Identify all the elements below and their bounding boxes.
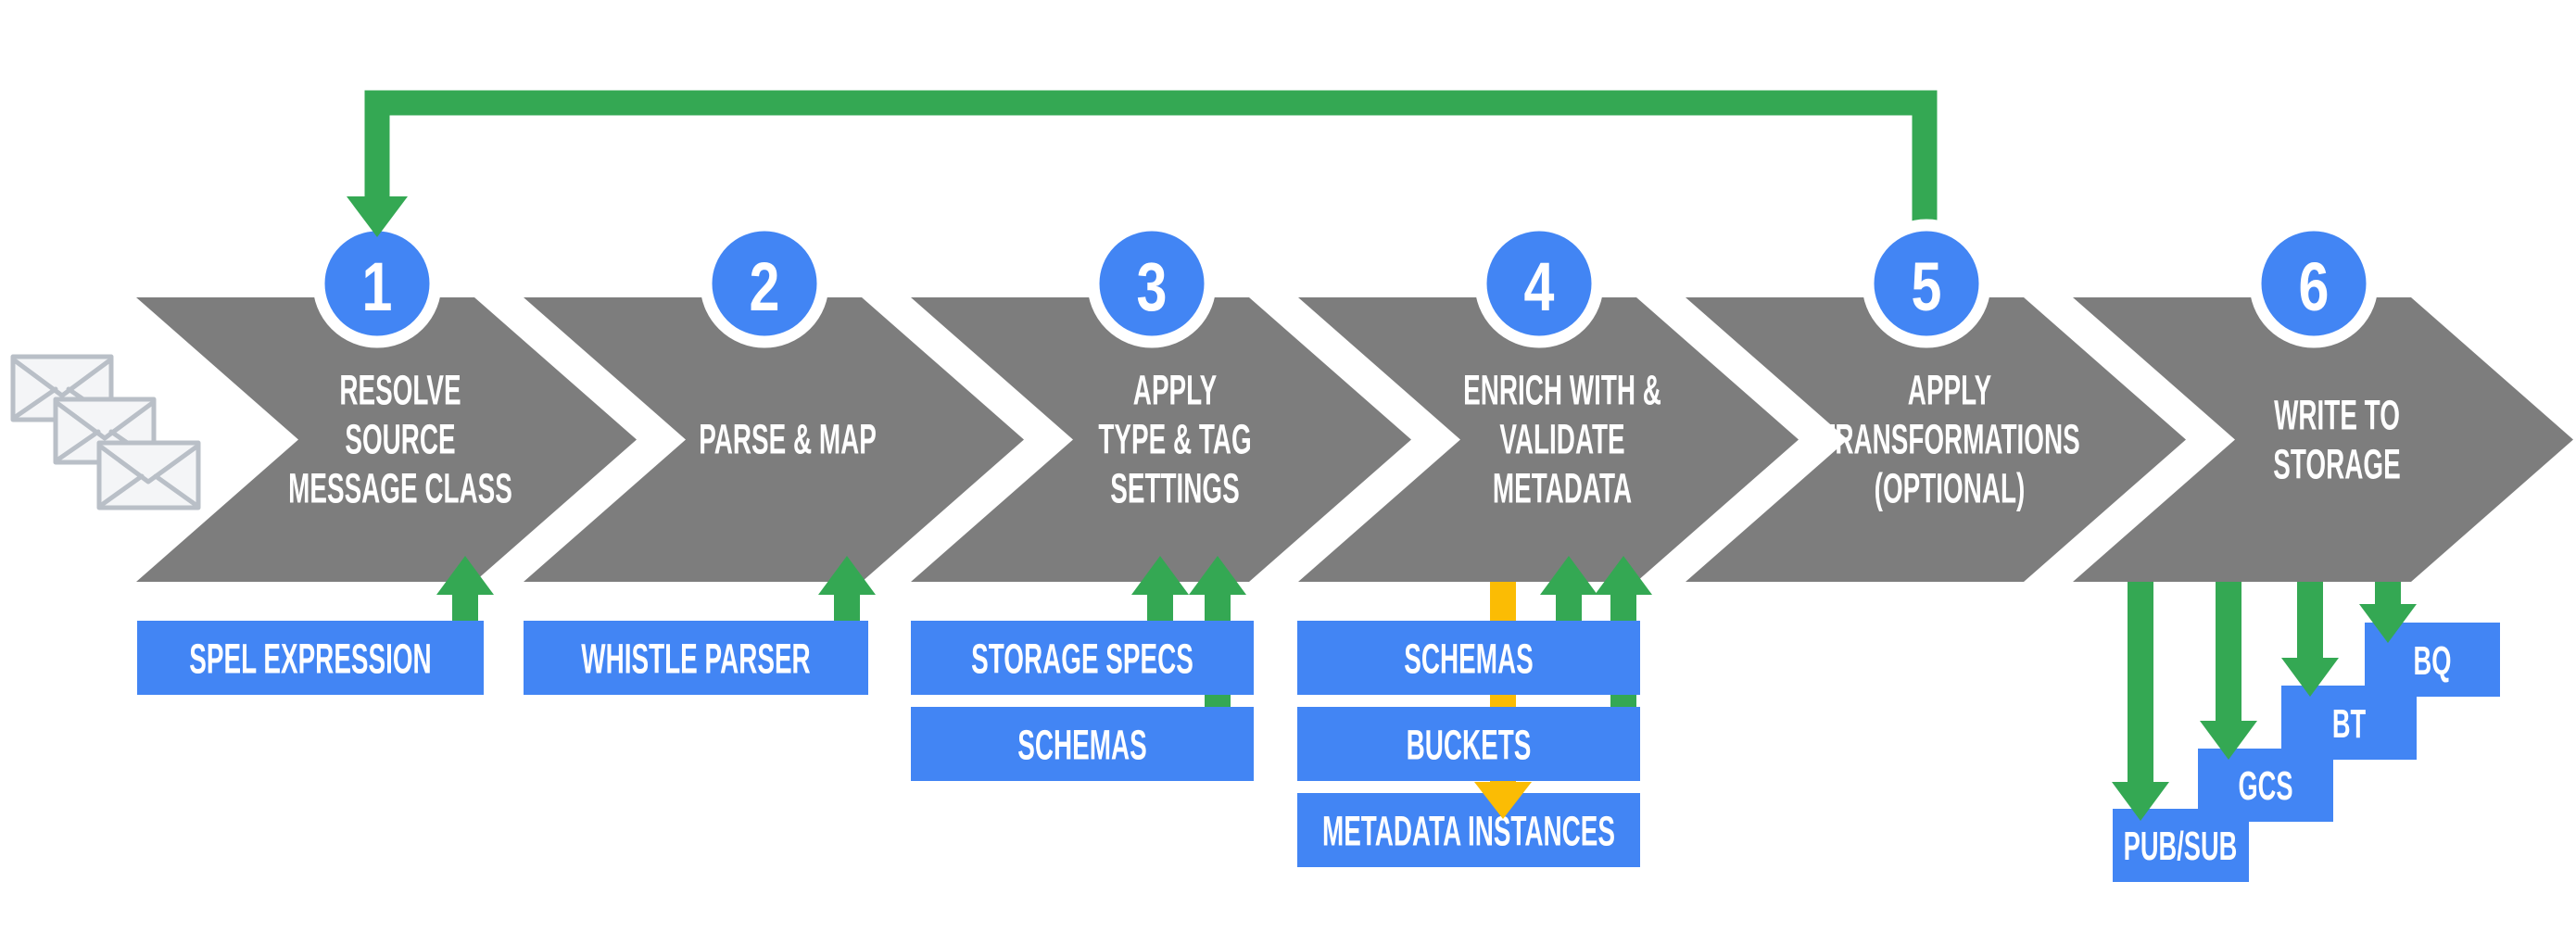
chevron-step-4: [1298, 297, 1799, 582]
step-label-line: VALIDATE: [1499, 416, 1624, 462]
step-label-line: MESSAGE CLASS: [288, 465, 512, 511]
step-number-2: 2: [750, 249, 780, 326]
process-chevrons: [136, 297, 2573, 582]
storage-label: GCS: [2238, 762, 2292, 808]
down-arrow-pubsub-shaft: [2128, 582, 2153, 786]
step-number-6: 6: [2299, 249, 2330, 326]
resource-box-spel-expression: [137, 621, 484, 695]
up-arrow-heads: [436, 556, 1652, 595]
step-label-line: SOURCE: [345, 416, 455, 462]
storage-label: BT: [2332, 700, 2366, 746]
resource-label: WHISTLE PARSER: [581, 636, 810, 682]
step-numbers: 1 2 3 4 5 6: [362, 249, 2330, 326]
storage-target-boxes: [2113, 623, 2500, 882]
step-label-line: APPLY: [1133, 367, 1217, 413]
down-arrow-bt-head: [2281, 658, 2339, 697]
up-arrow-storage-specs-head: [1131, 556, 1189, 595]
step-badge-2: [700, 219, 829, 348]
up-arrow-spel-head: [436, 556, 494, 595]
step-label-line: ENRICH WITH &: [1463, 367, 1661, 413]
down-arrow-gcs-head: [2200, 721, 2257, 760]
step-number-3: 3: [1137, 249, 1168, 326]
up-arrow-schemas4-head: [1540, 556, 1597, 595]
resource-label: METADATA INSTANCES: [1322, 808, 1615, 854]
resource-box-whistle-parser: [524, 621, 868, 695]
envelope-icon: [96, 440, 201, 510]
step-number-1: 1: [362, 249, 393, 326]
step-label-line: METADATA: [1493, 465, 1632, 511]
storage-box-bt: [2281, 686, 2417, 760]
step-label-line: TRANSFORMATIONS: [1819, 416, 2079, 462]
resource-label: SPEL EXPRESSION: [189, 636, 431, 682]
chevron-step-1: [136, 297, 637, 582]
resource-box-schemas-step4: [1297, 621, 1640, 695]
resource-box-buckets: [1297, 707, 1640, 781]
resource-label: SCHEMAS: [1017, 722, 1146, 768]
resource-box-schemas-step3: [911, 707, 1254, 781]
storage-target-labels: BQ BT GCS PUB/SUB: [2124, 637, 2452, 868]
down-arrow-bq-shaft: [2375, 582, 2401, 608]
storage-label: PUB/SUB: [2124, 823, 2238, 868]
yellow-down-arrow-head: [1474, 782, 1532, 819]
step-badge-4: [1474, 219, 1604, 348]
chevron-step-3: [911, 297, 1411, 582]
chevron-labels: RESOLVE SOURCE MESSAGE CLASS PARSE & MAP…: [288, 367, 2401, 511]
step-badges: [312, 219, 2379, 348]
step-number-5: 5: [1912, 249, 1942, 326]
write-arrows: [2112, 582, 2417, 821]
step-label-line: RESOLVE: [339, 367, 461, 413]
up-arrow-whistle-head: [818, 556, 876, 595]
down-arrow-bt-shaft: [2297, 582, 2323, 661]
resource-label: BUCKETS: [1407, 722, 1532, 768]
chevron-step-5: [1686, 297, 2186, 582]
down-arrow-gcs-shaft: [2216, 582, 2241, 724]
step-badge-6: [2249, 219, 2379, 348]
down-arrow-bq-head: [2359, 604, 2417, 643]
step-label-line: SETTINGS: [1110, 465, 1239, 511]
step-label-line: WRITE TO: [2274, 392, 2400, 438]
incoming-messages-icon: [10, 354, 201, 510]
resource-boxes: [137, 621, 1640, 867]
up-arrow-buckets-head: [1595, 556, 1652, 595]
step-label-line: PARSE & MAP: [699, 416, 877, 462]
resource-box-labels: SPEL EXPRESSION WHISTLE PARSER STORAGE S…: [189, 636, 1615, 854]
resource-label: STORAGE SPECS: [971, 636, 1193, 682]
down-arrow-pubsub-head: [2112, 782, 2169, 821]
step-badge-5: [1862, 219, 1991, 348]
feedback-arrow-head: [347, 196, 408, 237]
resource-box-metadata-instances: [1297, 793, 1640, 867]
step-number-4: 4: [1524, 249, 1555, 326]
up-arrow-schemas3-head: [1189, 556, 1246, 595]
chevron-step-6: [2073, 297, 2573, 582]
step-badge-3: [1087, 219, 1217, 348]
step-label-line: TYPE & TAG: [1098, 416, 1251, 462]
resource-box-storage-specs: [911, 621, 1254, 695]
resource-label: SCHEMAS: [1404, 636, 1533, 682]
step-label-line: (OPTIONAL): [1875, 465, 2026, 511]
storage-box-pubsub: [2113, 809, 2249, 882]
step-label-line: STORAGE: [2273, 441, 2400, 487]
step-label-line: APPLY: [1908, 367, 1991, 413]
feedback-arrow-line: [364, 90, 1938, 233]
chevron-step-2: [524, 297, 1024, 582]
storage-label: BQ: [2414, 637, 2452, 683]
